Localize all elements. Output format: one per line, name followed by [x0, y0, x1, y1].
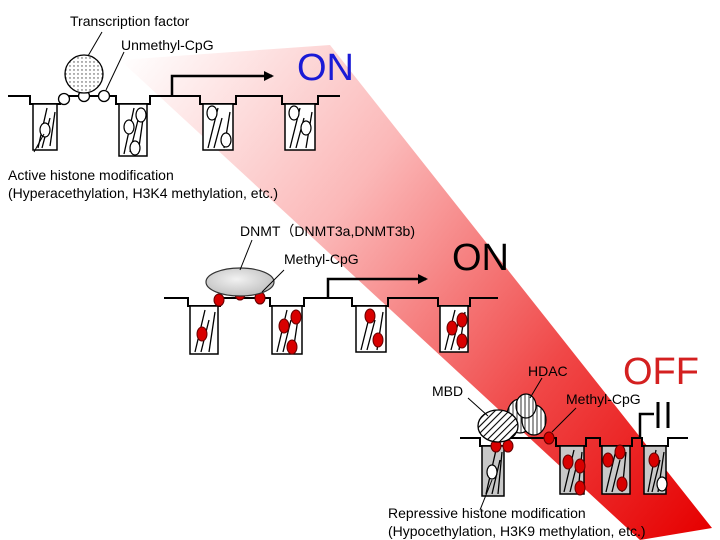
- nucleosome: [601, 444, 631, 495]
- methyl-cpg-label-2: Methyl-CpG: [566, 391, 641, 407]
- mbd-protein-icon: [477, 409, 519, 443]
- repressive-histone-label: Repressive histone modification: [388, 505, 586, 521]
- nucleosome: [643, 445, 668, 495]
- nucleosome: [355, 305, 387, 353]
- transcription-arrow: [170, 71, 274, 96]
- leader-line: [105, 51, 125, 91]
- leader-line: [33, 133, 45, 153]
- active-histone-label: Active histone modification: [8, 167, 174, 183]
- methyl-cpg-dot: [213, 293, 225, 307]
- dnmt-label: DNMT（DNMT3a,DNMT3b): [240, 223, 415, 239]
- unmethyl-cpg-label: Unmethyl-CpG: [121, 37, 214, 53]
- unmethyl-cpg-dot: [97, 89, 111, 103]
- state-label-on-2: ON: [452, 237, 509, 279]
- nucleosome: [118, 103, 148, 157]
- leader-line: [239, 239, 253, 271]
- dnmt-enzyme-icon: [205, 267, 275, 297]
- leader-line: [261, 269, 285, 293]
- nucleosome: [559, 445, 586, 496]
- nucleosome: [439, 305, 469, 353]
- leader-line: [529, 377, 543, 399]
- panel-silenced: HDAC MBD Methyl-CpG OFF Repressive histo…: [388, 351, 699, 539]
- methyl-cpg-dot: [543, 431, 555, 445]
- hdac-label: HDAC: [528, 363, 568, 379]
- unmethyl-cpg-dot: [57, 92, 71, 106]
- leader-line: [479, 479, 493, 511]
- transcription-arrow: [326, 274, 428, 298]
- active-histone-detail: (Hyperacethylation, H3K4 methylation, et…: [8, 185, 278, 201]
- panel-active: Transcription factor Unmethyl-CpG ON Act…: [8, 13, 354, 201]
- state-label-off: OFF: [623, 351, 699, 393]
- nucleosome: [284, 103, 316, 151]
- mbd-label: MBD: [432, 383, 463, 399]
- state-label-on-1: ON: [297, 47, 354, 89]
- transcription-factor-label: Transcription factor: [70, 13, 190, 29]
- nucleosome: [202, 103, 234, 151]
- repression-blocked-icon: [638, 402, 670, 438]
- nucleosome: [271, 305, 303, 355]
- nucleosome: [481, 445, 505, 497]
- methyl-cpg-label-1: Methyl-CpG: [284, 251, 359, 267]
- nucleosome: [32, 103, 58, 151]
- leader-line: [551, 407, 577, 433]
- nucleosome: [189, 305, 219, 355]
- transcription-factor-icon: [64, 54, 104, 94]
- leader-line: [87, 31, 103, 57]
- panel-methylation-start: DNMT（DNMT3a,DNMT3b) Methyl-CpG ON: [164, 223, 509, 355]
- methylation-gradient-wedge: [120, 45, 712, 540]
- repressive-histone-detail: (Hypocethylation, H3K9 methylation, etc.…: [388, 523, 646, 539]
- leader-line: [467, 397, 489, 417]
